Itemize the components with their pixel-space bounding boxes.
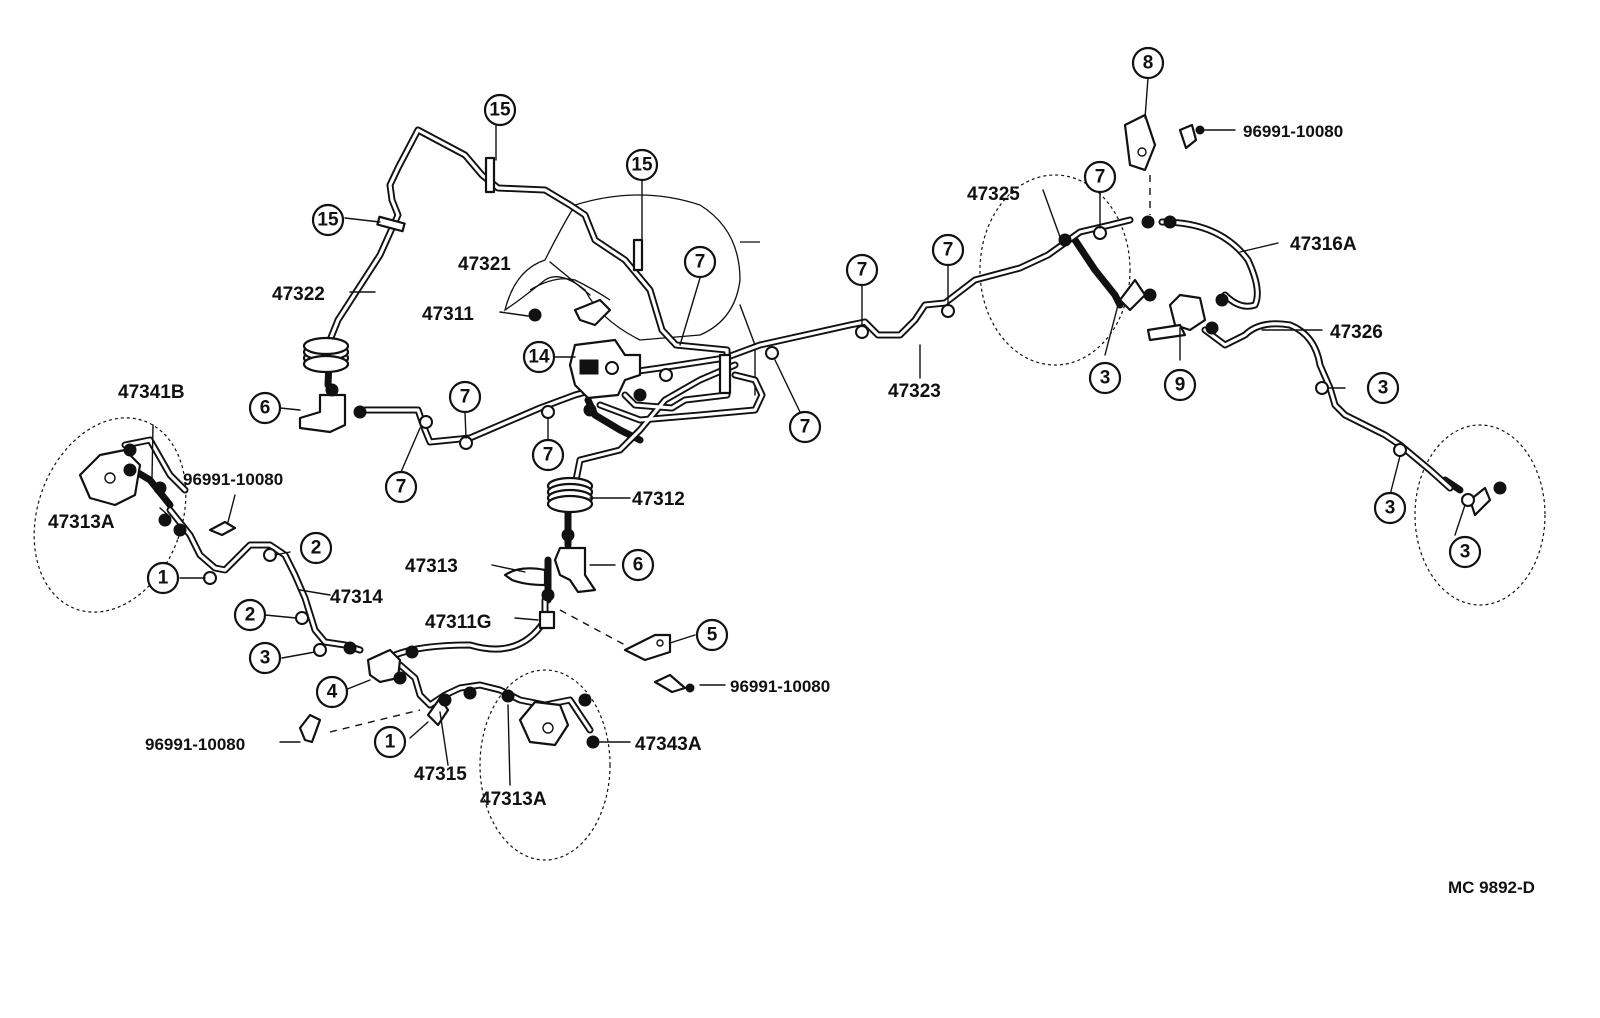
label-47325: 47325 bbox=[967, 184, 1020, 205]
label-96991-top: 96991-10080 bbox=[1243, 122, 1343, 141]
label-47343A: 47343A bbox=[635, 734, 702, 755]
svg-text:6: 6 bbox=[260, 398, 271, 419]
label-47311: 47311 bbox=[422, 304, 474, 325]
coil-47322 bbox=[302, 336, 350, 374]
svg-text:14: 14 bbox=[528, 347, 550, 368]
ghost-outlines bbox=[33, 174, 1546, 861]
components bbox=[78, 113, 1507, 749]
svg-text:9: 9 bbox=[1175, 375, 1186, 396]
callout-15c: 15 bbox=[311, 203, 345, 237]
svg-text:3: 3 bbox=[1385, 498, 1396, 519]
callout-14: 14 bbox=[522, 340, 556, 374]
callout-3d: 3 bbox=[1448, 535, 1482, 569]
callout-7f: 7 bbox=[531, 438, 565, 472]
callout-7g: 7 bbox=[384, 470, 418, 504]
callout-6a: 6 bbox=[248, 391, 282, 425]
brake-pipes-inner bbox=[123, 128, 1452, 732]
label-47326: 47326 bbox=[1330, 322, 1383, 343]
label-96991-bottom: 96991-10080 bbox=[145, 735, 245, 754]
svg-text:3: 3 bbox=[260, 648, 271, 669]
svg-text:4: 4 bbox=[327, 682, 338, 703]
svg-text:7: 7 bbox=[695, 252, 706, 273]
drawing-code: MC 9892-D bbox=[1448, 878, 1535, 897]
label-47311G: 47311G bbox=[425, 612, 492, 633]
label-47316A: 47316A bbox=[1290, 234, 1357, 255]
callout-5: 5 bbox=[695, 618, 729, 652]
label-47313A-left: 47313A bbox=[48, 512, 115, 533]
callout-1b: 1 bbox=[373, 725, 407, 759]
callout-15a: 15 bbox=[483, 93, 517, 127]
callout-7e: 7 bbox=[448, 380, 482, 414]
callout-7a: 7 bbox=[683, 245, 717, 279]
label-96991-mid: 96991-10080 bbox=[730, 677, 830, 696]
svg-text:1: 1 bbox=[158, 568, 169, 589]
label-47313A-bottom: 47313A bbox=[480, 789, 547, 810]
coil-47312 bbox=[546, 476, 594, 514]
label-47341B: 47341B bbox=[118, 382, 185, 403]
svg-text:1: 1 bbox=[385, 732, 396, 753]
svg-text:7: 7 bbox=[460, 387, 471, 408]
svg-text:8: 8 bbox=[1143, 53, 1154, 74]
callout-7b: 7 bbox=[845, 253, 879, 287]
svg-text:3: 3 bbox=[1460, 542, 1471, 563]
callout-6b: 6 bbox=[621, 548, 655, 582]
callout-2b: 2 bbox=[233, 598, 267, 632]
svg-text:3: 3 bbox=[1378, 378, 1389, 399]
callout-9: 9 bbox=[1163, 368, 1197, 402]
callout-3e: 3 bbox=[248, 641, 282, 675]
svg-text:3: 3 bbox=[1100, 368, 1111, 389]
callout-7h: 7 bbox=[788, 410, 822, 444]
label-47322: 47322 bbox=[272, 284, 325, 305]
svg-text:7: 7 bbox=[396, 477, 407, 498]
label-47314: 47314 bbox=[330, 587, 383, 608]
svg-text:5: 5 bbox=[707, 625, 718, 646]
svg-text:7: 7 bbox=[543, 445, 554, 466]
pipe-joints bbox=[203, 226, 1475, 657]
label-47321: 47321 bbox=[458, 254, 511, 275]
svg-text:7: 7 bbox=[1095, 167, 1106, 188]
callout-7c: 7 bbox=[931, 233, 965, 267]
svg-text:2: 2 bbox=[311, 538, 322, 559]
leader-lines bbox=[151, 77, 1466, 786]
svg-text:7: 7 bbox=[800, 417, 811, 438]
clamps bbox=[376, 156, 732, 395]
callout-3a: 3 bbox=[1088, 361, 1122, 395]
svg-text:6: 6 bbox=[633, 555, 644, 576]
svg-text:15: 15 bbox=[317, 210, 339, 231]
callout-3c: 3 bbox=[1373, 491, 1407, 525]
svg-text:7: 7 bbox=[943, 240, 954, 261]
callout-15b: 15 bbox=[625, 148, 659, 182]
label-96991-left: 96991-10080 bbox=[183, 470, 283, 489]
svg-text:7: 7 bbox=[857, 260, 868, 281]
part-labels: 47322 47321 47311 47341B 96991-10080 473… bbox=[48, 122, 1383, 810]
callout-1a: 1 bbox=[146, 561, 180, 595]
callout-4: 4 bbox=[315, 675, 349, 709]
svg-text:15: 15 bbox=[631, 155, 653, 176]
callout-2a: 2 bbox=[299, 531, 333, 565]
label-47312: 47312 bbox=[632, 489, 685, 510]
svg-text:15: 15 bbox=[489, 100, 511, 121]
svg-text:2: 2 bbox=[245, 605, 256, 626]
callout-7d: 7 bbox=[1083, 160, 1117, 194]
label-47313-mid: 47313 bbox=[405, 556, 458, 577]
callout-3b: 3 bbox=[1366, 371, 1400, 405]
label-47315: 47315 bbox=[414, 764, 467, 785]
label-47323: 47323 bbox=[888, 381, 941, 402]
callout-8: 8 bbox=[1131, 46, 1165, 80]
